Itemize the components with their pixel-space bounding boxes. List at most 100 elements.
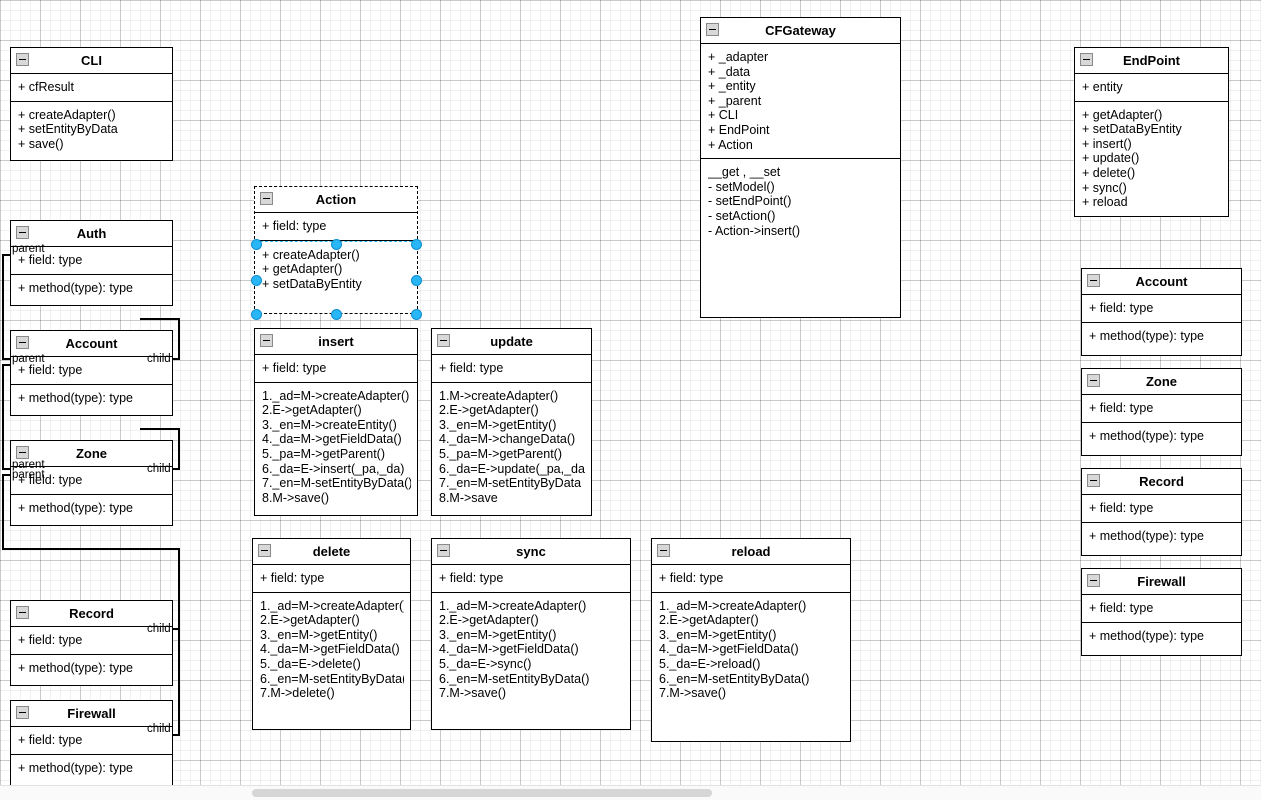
operation-row: 2.E->getAdapter()	[439, 403, 539, 418]
uml-class-account-left[interactable]: Account+ field: type+ method(type): type	[10, 330, 173, 416]
collapse-minus-icon[interactable]	[16, 606, 29, 619]
collapse-minus-icon[interactable]	[16, 706, 29, 719]
class-operations-update: 1.M->createAdapter()2.E->getAdapter()3._…	[432, 383, 591, 512]
class-operations-cfgateway: __get , __set- setModel()- setEndPoint()…	[701, 159, 900, 244]
class-operations-cli: + createAdapter()+ setEntityByData+ save…	[11, 102, 172, 158]
selection-resize-handle[interactable]	[250, 308, 262, 320]
uml-class-record-left[interactable]: Record+ field: type+ method(type): type	[10, 600, 173, 686]
horizontal-scrollbar-thumb[interactable]	[252, 789, 712, 797]
connector-zone-parent-stub	[2, 474, 12, 476]
uml-class-firewall-left[interactable]: Firewall+ field: type+ method(type): typ…	[10, 700, 173, 786]
selection-resize-handle[interactable]	[410, 308, 422, 320]
collapse-minus-icon[interactable]	[706, 23, 719, 36]
class-header-firewall-right: Firewall	[1082, 569, 1241, 595]
class-operations-auth: + method(type): type	[11, 275, 172, 302]
operation-row: + createAdapter()	[18, 107, 116, 122]
class-header-zone-right: Zone	[1082, 369, 1241, 395]
horizontal-scrollbar-track[interactable]	[0, 785, 1261, 800]
attribute-row: + field: type	[439, 571, 504, 585]
connector-account-child-stub	[140, 318, 180, 320]
uml-class-firewall-right[interactable]: Firewall+ field: type+ method(type): typ…	[1081, 568, 1242, 656]
operation-row: + method(type): type	[18, 760, 133, 775]
selection-resize-handle[interactable]	[410, 274, 422, 286]
collapse-minus-icon[interactable]	[258, 544, 271, 557]
collapse-minus-icon[interactable]	[1087, 274, 1100, 287]
class-header-firewall-left: Firewall	[11, 701, 172, 727]
uml-class-record-right[interactable]: Record+ field: type+ method(type): type	[1081, 468, 1242, 556]
operation-row: 5._pa=M->getParent()	[439, 446, 562, 461]
uml-class-cli[interactable]: CLI + cfResult + createAdapter()+ setEntit…	[10, 47, 173, 161]
attribute-row: + _parent	[708, 93, 762, 108]
association-label-parent: parent	[12, 459, 45, 471]
operation-row: + createAdapter()	[262, 247, 360, 262]
class-operations-firewall-left: + method(type): type	[11, 755, 172, 782]
class-name-label: Zone	[75, 446, 108, 461]
selection-resize-handle[interactable]	[330, 238, 342, 250]
association-label-child: child	[147, 623, 171, 635]
attribute-row: + field: type	[260, 571, 325, 585]
class-header-reload: reload	[652, 539, 850, 565]
uml-class-zone-right[interactable]: Zone+ field: type+ method(type): type	[1081, 368, 1242, 456]
operation-row: 2.E->getAdapter()	[439, 613, 539, 628]
connector-zone-child-vertical	[178, 428, 180, 469]
connector-zone-parent-vertical	[2, 474, 4, 548]
selection-resize-handle[interactable]	[250, 238, 262, 250]
operation-row: 5._da=E->delete()	[260, 656, 361, 671]
connector-record-firewall-vertical	[178, 548, 180, 734]
attribute-row: + cfResult	[18, 80, 74, 94]
collapse-minus-icon[interactable]	[16, 446, 29, 459]
collapse-minus-icon[interactable]	[437, 334, 450, 347]
class-attributes-insert: + field: type	[255, 355, 417, 383]
connector-account-child-vertical	[178, 318, 180, 359]
class-header-sync: sync	[432, 539, 630, 565]
collapse-minus-icon[interactable]	[16, 53, 29, 66]
class-operations-account-left: + method(type): type	[11, 385, 172, 412]
uml-class-cfgateway[interactable]: CFGateway+ _adapter+ _data+ _entity+ _pa…	[700, 17, 901, 318]
operation-row: 7.M->save()	[439, 686, 507, 701]
class-attributes-cli: + cfResult	[11, 74, 172, 102]
uml-class-account-right[interactable]: Account+ field: type+ method(type): type	[1081, 268, 1242, 356]
class-header-cli: CLI	[11, 48, 172, 74]
class-operations-record-right: + method(type): type	[1082, 523, 1241, 550]
class-name-label: update	[490, 334, 533, 349]
operation-row: + method(type): type	[1089, 628, 1204, 643]
operation-row: 7._en=M-setEntityByData()	[262, 476, 411, 491]
operation-row: + method(type): type	[1089, 528, 1204, 543]
uml-class-endpoint[interactable]: EndPoint+ entity+ getAdapter()+ setDataB…	[1074, 47, 1229, 217]
collapse-minus-icon[interactable]	[437, 544, 450, 557]
collapse-minus-icon[interactable]	[1087, 574, 1100, 587]
operation-row: 1.M->createAdapter()	[439, 388, 559, 403]
collapse-minus-icon[interactable]	[1087, 374, 1100, 387]
selection-resize-handle[interactable]	[250, 274, 262, 286]
selection-resize-handle[interactable]	[410, 238, 422, 250]
uml-class-zone-left[interactable]: Zone+ field: type+ method(type): type	[10, 440, 173, 526]
collapse-minus-icon[interactable]	[657, 544, 670, 557]
class-attributes-zone-left: + field: type	[11, 467, 172, 495]
operation-row: 3._en=M->getEntity()	[439, 417, 557, 432]
collapse-minus-icon[interactable]	[260, 192, 273, 205]
collapse-minus-icon[interactable]	[16, 226, 29, 239]
operation-row: + delete()	[1082, 165, 1136, 180]
attribute-row: + Action	[708, 137, 753, 152]
class-header-account-right: Account	[1082, 269, 1241, 295]
operation-row: 7.M->save()	[659, 686, 727, 701]
operation-row: 3._en=M->getEntity()	[659, 627, 777, 642]
class-operations-insert: 1._ad=M->createAdapter()2.E->getAdapter(…	[255, 383, 417, 512]
collapse-minus-icon[interactable]	[260, 334, 273, 347]
collapse-minus-icon[interactable]	[16, 336, 29, 349]
uml-class-auth[interactable]: Auth+ field: type+ method(type): type	[10, 220, 173, 306]
uml-class-action[interactable]: Action+ field: type+ createAdapter()+ ge…	[254, 186, 418, 314]
collapse-minus-icon[interactable]	[1087, 474, 1100, 487]
operation-row: + method(type): type	[18, 390, 133, 405]
operation-row: 7._en=M-setEntityByData	[439, 476, 582, 491]
collapse-minus-icon[interactable]	[1080, 53, 1093, 66]
attribute-row: + field: type	[18, 473, 83, 487]
selection-resize-handle[interactable]	[330, 308, 342, 320]
association-label-child: child	[147, 353, 171, 365]
